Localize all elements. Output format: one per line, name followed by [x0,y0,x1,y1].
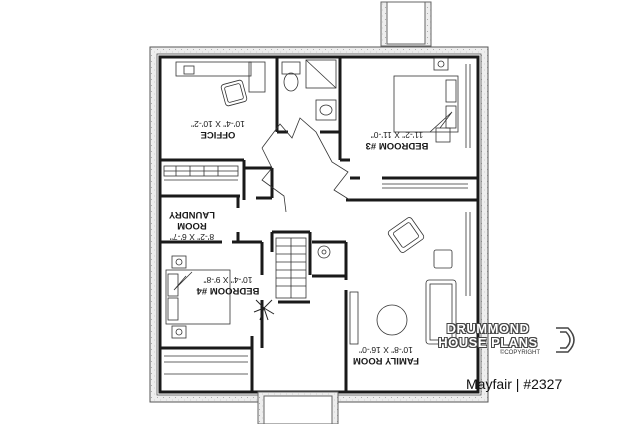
entry-steps [257,391,339,424]
plant-icon [253,299,275,321]
laundry-appliances [163,165,239,181]
bathroom-fixtures [281,59,337,121]
hall-doors [261,117,351,213]
laundry-name-line1: LAUNDRY [168,209,215,220]
bedroom4-closet [164,355,248,375]
family-size: 10'-8" X 16'-0" [359,345,413,355]
brand-name-line2: HOUSE PLANS [438,335,538,350]
laundry-label-group: LAUNDRY ROOM 8'-2" X 6'-7" [168,209,215,242]
family-name: FAMILY ROOM [353,355,419,366]
bedroom4-label-group: BEDROOM #4 10'-4" X 9'-8" [196,275,260,296]
porch-outline [380,1,432,47]
office-name: OFFICE [201,129,236,140]
interior-walls [160,57,478,392]
bedroom3-label-group: BEDROOM #3 11'-2" X 11'-0" [366,130,429,151]
plan-title: Mayfair | #2327 [466,376,563,392]
bedroom4-bed [165,255,231,339]
brand-name-line1: DRUMMOND [446,321,530,336]
laundry-size: 8'-2" X 6'-7" [170,232,214,242]
bedroom4-name: BEDROOM #4 [196,285,260,296]
bedroom3-size: 11'-2" X 11'-0" [371,130,423,140]
bedroom4-size: 10'-4" X 9'-8" [204,275,253,285]
office-size: 10'-4" X 10'-2" [191,119,245,129]
laundry-name-line2: ROOM [177,220,207,231]
office-desk [175,61,266,107]
drummond-logo-icon [556,327,575,353]
bedroom3-name: BEDROOM #3 [366,140,429,151]
bedroom3-bed [393,57,471,148]
office-label-group: OFFICE 10'-4" X 10'-2" [191,119,245,140]
water-heater [317,245,331,259]
copyright-notice: ©COPYRIGHT [499,350,540,356]
stairs [275,237,307,299]
family-label-group: FAMILY ROOM 10'-8" X 16'-0" [353,345,419,366]
bedroom3-closet [382,183,468,189]
family-furniture [349,212,471,345]
foundation-wall [149,46,489,403]
